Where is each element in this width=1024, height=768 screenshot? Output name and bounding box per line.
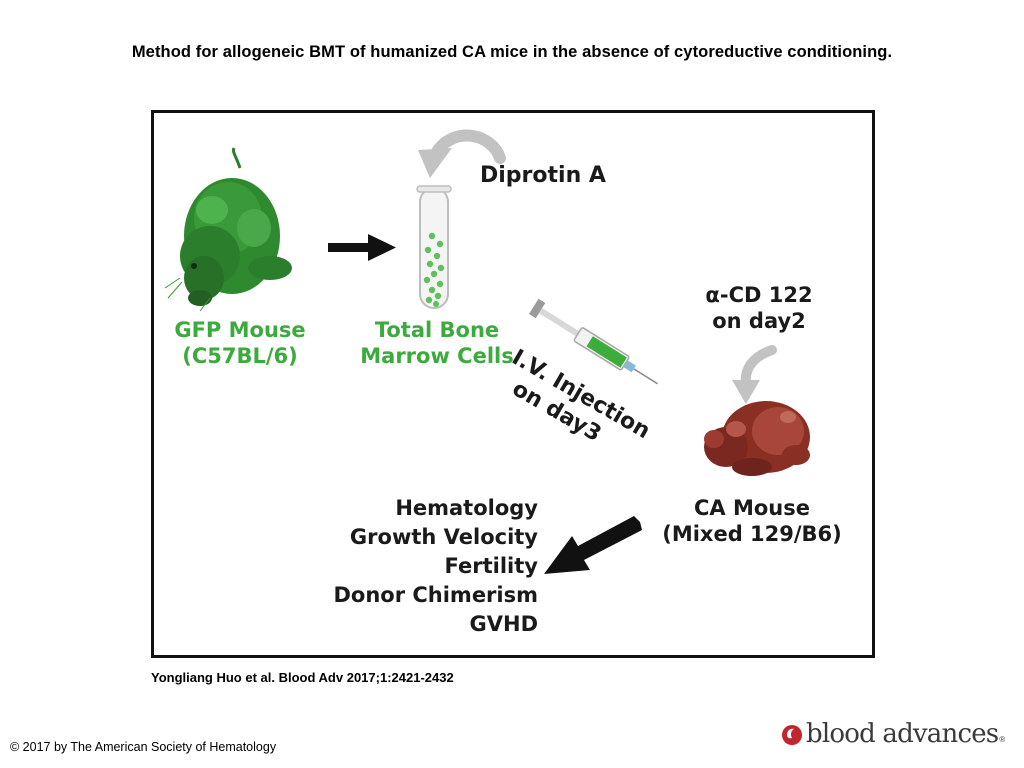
donor-label-line1: GFP Mouse [174,318,306,342]
syringe-icon [528,298,658,385]
donor-label: GFP Mouse (C57BL/6) [172,318,308,369]
outcome-growth-velocity: Growth Velocity [349,524,538,549]
recipient-label-line2: (Mixed 129/B6) [662,521,842,546]
ca-mouse-icon [704,401,810,476]
recipient-label-line1: CA Mouse [694,496,810,520]
donor-label-line2: (C57BL/6) [182,343,298,368]
gfp-mouse-icon [164,147,292,312]
cells-label-line2: Marrow Cells [360,343,514,368]
curved-arrow-diprotin-icon [418,129,506,178]
antibody-label: α-CD 122 on day2 [700,283,818,334]
blood-drop-logo-icon [782,725,802,745]
cells-label: Total Bone Marrow Cells [357,318,517,369]
logo-trademark: ® [999,735,1006,744]
antibody-label-line1: α-CD 122 [705,283,813,307]
outcome-fertility: Fertility [444,553,538,578]
arrow-to-tube-icon [328,234,396,261]
cells-label-line1: Total Bone [374,318,500,342]
outcome-donor-chimerism: Donor Chimerism [333,582,538,607]
outcome-gvhd: GVHD [469,611,539,636]
test-tube-icon [416,185,452,309]
copyright: © 2017 by The American Society of Hemato… [10,740,277,754]
arrow-to-outcomes-icon [544,516,642,574]
citation: Yongliang Huo et al. Blood Adv 2017;1:24… [151,670,454,685]
antibody-label-line2: on day2 [712,308,806,333]
recipient-label: CA Mouse (Mixed 129/B6) [662,496,842,547]
curved-arrow-antibody-icon [732,345,777,404]
logo-text: blood advances [806,719,999,749]
blood-advances-logo: blood advances ® [781,718,1005,750]
outcomes-list: Hematology Growth Velocity Fertility Don… [318,494,538,639]
outcome-hematology: Hematology [395,496,538,520]
reagent-label: Diprotin A [480,163,606,188]
figure-title: Method for allogeneic BMT of humanized C… [131,43,893,61]
